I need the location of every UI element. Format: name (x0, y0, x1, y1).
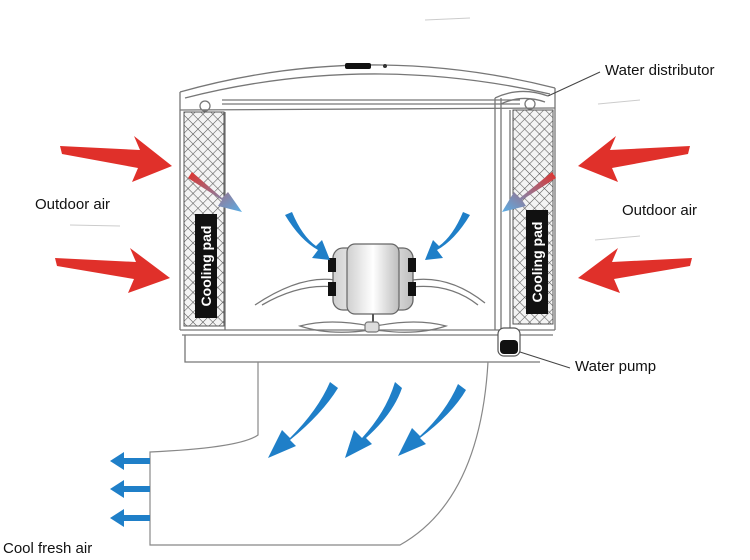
air-duct (149, 361, 489, 546)
lid-handle (345, 63, 371, 69)
intake-arrow-right (425, 212, 470, 260)
cooling-pad-left-text: Cooling pad (198, 226, 214, 307)
cooler-lid (179, 63, 556, 111)
duct-arrow-3 (398, 384, 466, 456)
fan-icon (297, 321, 449, 333)
cooling-pad-right-text: Cooling pad (529, 222, 545, 303)
pad-air-arrow-right (502, 172, 556, 212)
water-pump-label: Water pump (575, 358, 657, 375)
exit-arrow-2 (110, 480, 150, 498)
duct-arrow-2 (345, 382, 402, 458)
outdoor-arrow-right-bottom (578, 248, 692, 293)
cooling-pad-right-label: Cooling pad (526, 210, 548, 314)
cool-fresh-air-label: Cool fresh air (3, 540, 93, 557)
decor-lines (69, 17, 641, 241)
cooling-pad-left-label: Cooling pad (195, 214, 217, 318)
pad-air-arrow-left (188, 172, 242, 212)
leader-lines (519, 71, 601, 369)
motor-icon (254, 243, 486, 326)
water-distributor-pipe (494, 90, 549, 330)
outdoor-air-right-label: Outdoor air (622, 202, 698, 219)
outdoor-arrow-right-top (578, 136, 690, 182)
outdoor-arrow-left-top (60, 136, 172, 182)
blue-arrow-icon (110, 212, 470, 527)
intake-arrow-left (285, 212, 330, 260)
water-distributor-label: Water distributor (605, 62, 715, 79)
pad-label-bg (195, 214, 217, 318)
duct-arrow-1 (268, 382, 338, 458)
outdoor-arrow-left-bottom (55, 248, 170, 293)
exit-arrow-1 (110, 452, 150, 470)
outdoor-air-left-label: Outdoor air (35, 196, 111, 213)
pump-icon (497, 327, 521, 357)
exit-arrow-3 (110, 509, 150, 527)
red-arrow-icon (55, 136, 692, 293)
pad-label-bg (526, 210, 548, 314)
